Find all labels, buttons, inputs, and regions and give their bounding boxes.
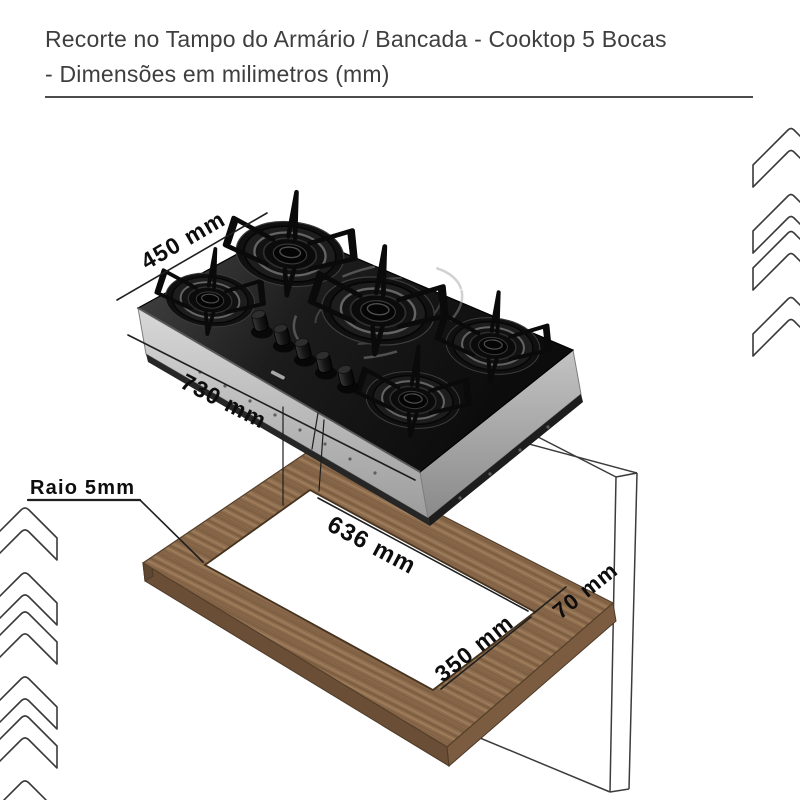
alignment-line-corner <box>311 412 319 450</box>
chevron-decoration-right-icon <box>752 127 800 357</box>
cooktop-logo <box>270 370 285 380</box>
cooktop-body-base-strip <box>146 354 430 526</box>
dimension-line-636 <box>317 497 529 612</box>
countertop-with-cutout <box>141 448 617 768</box>
dimension-annotations <box>26 212 567 690</box>
page-title-line1: Recorte no Tampo do Armário / Bancada - … <box>45 26 667 52</box>
page-title-line2: - Dimensões em milimetros (mm) <box>45 61 390 87</box>
glass-reflection-arc <box>292 262 464 360</box>
chevron-decoration-left-icon <box>0 507 58 800</box>
label-corner-radius: Raio 5mm <box>30 477 135 499</box>
title-divider <box>45 96 753 98</box>
cutout-inner-edge <box>203 488 537 692</box>
radius-leader-line <box>139 499 204 563</box>
dimension-line-350 <box>440 616 532 690</box>
countertop-front-left-edge <box>142 562 450 767</box>
cooktop-body-base-strip-right <box>428 394 583 526</box>
dimension-line-70 <box>533 586 567 614</box>
page-title: Recorte no Tampo do Armário / Bancada - … <box>45 22 760 92</box>
cooktop-glass-front-edge <box>137 307 421 473</box>
dimension-line-450 <box>116 212 268 301</box>
alignment-line-inner <box>318 419 325 492</box>
dimension-line-730 <box>127 334 416 481</box>
cooktop-body-screws <box>198 370 550 500</box>
